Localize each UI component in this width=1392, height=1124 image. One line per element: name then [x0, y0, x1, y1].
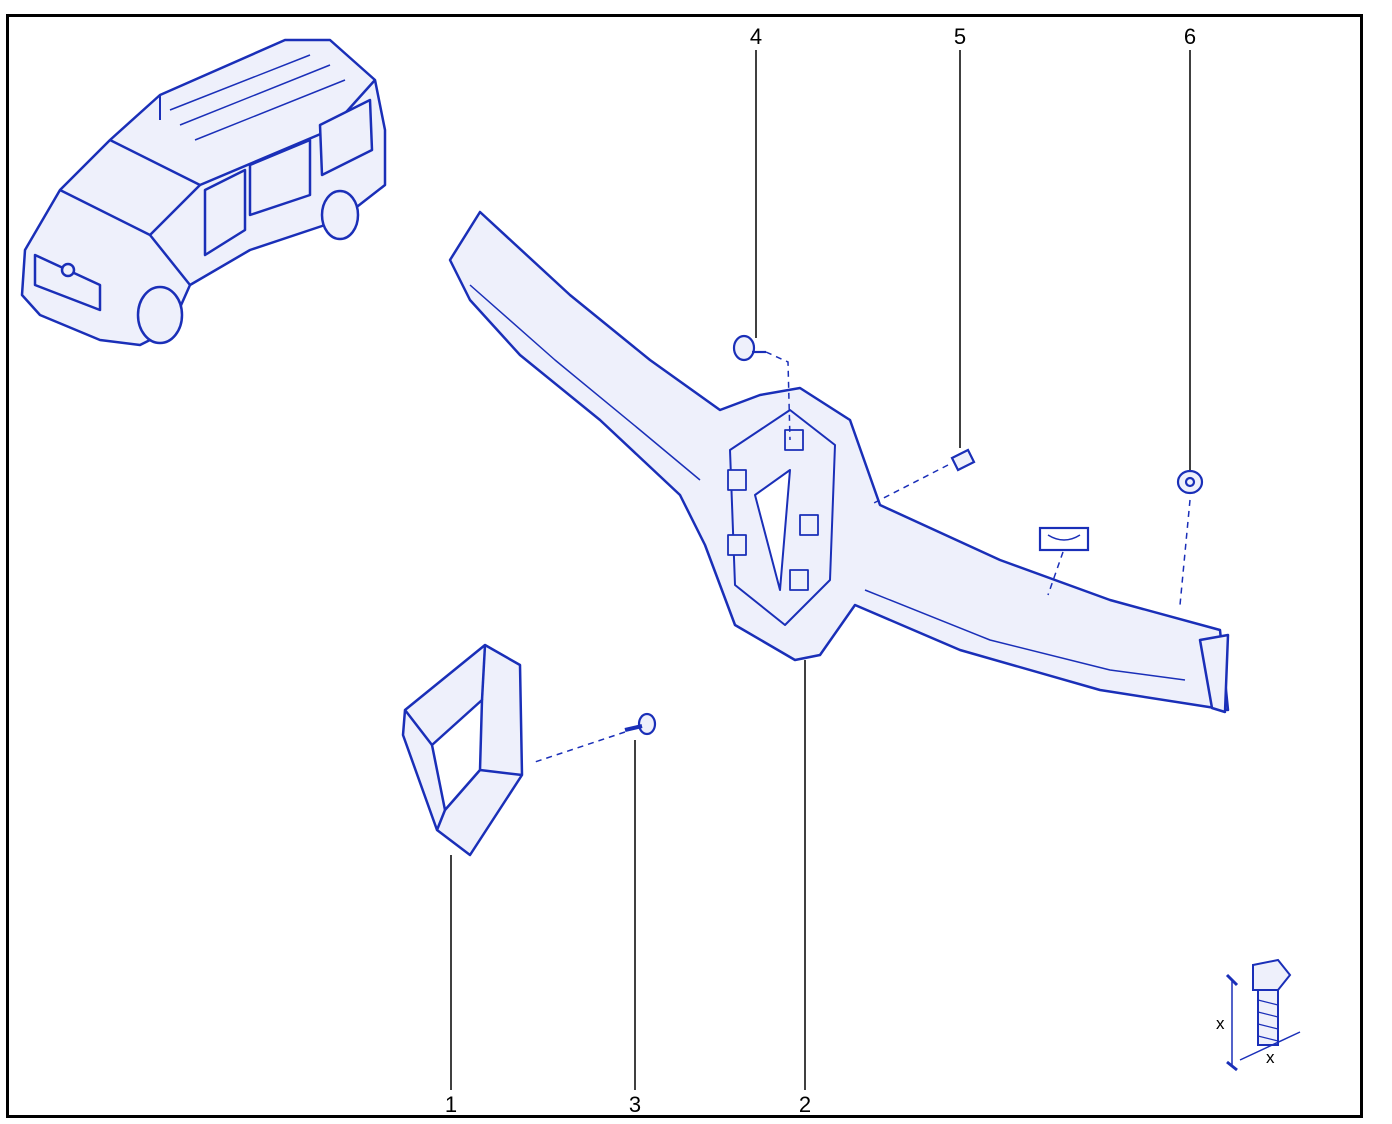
adhesive-tape-icon: [1038, 526, 1090, 552]
callout-5: 5: [953, 24, 967, 49]
callout-2: 2: [798, 1092, 812, 1117]
callout-3: 3: [628, 1092, 642, 1117]
grille-icon: [448, 210, 1230, 714]
clip-icon: [950, 448, 976, 472]
torque-bolt-icon: [1225, 958, 1301, 1072]
screw-icon: [624, 712, 657, 736]
callout-4: 4: [749, 24, 763, 49]
emblem-surround-icon: [401, 643, 524, 857]
torque-length-mark: x: [1216, 1014, 1225, 1033]
screw-icon: [732, 334, 766, 362]
torque-diameter-mark: x: [1266, 1048, 1275, 1067]
callout-1: 1: [444, 1092, 458, 1117]
van-illustration-icon: [20, 38, 387, 347]
callout-6: 6: [1183, 24, 1197, 49]
clip-icon: [1176, 469, 1204, 495]
